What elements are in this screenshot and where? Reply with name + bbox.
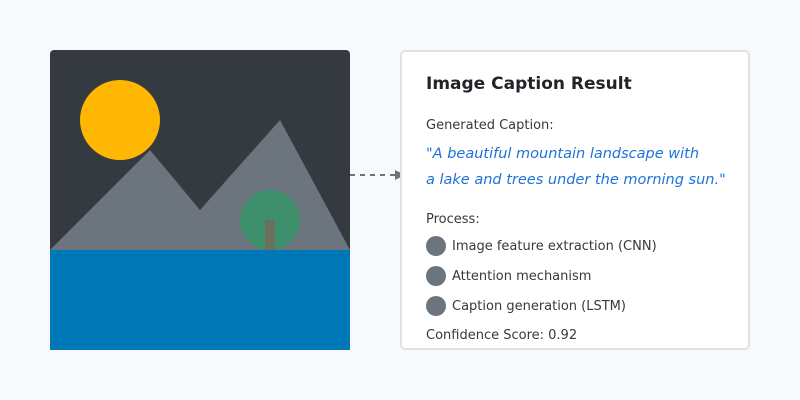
process-step: Image feature extraction (CNN): [426, 236, 657, 256]
caption-text-line: a lake and trees under the morning sun.": [426, 172, 726, 188]
confidence-score: Confidence Score: 0.92: [426, 328, 578, 343]
tree-trunk: [265, 220, 275, 250]
caption-result-card: Image Caption Result Generated Caption: …: [400, 50, 750, 350]
process-step-label: Caption generation (LSTM): [452, 298, 626, 314]
circle-dot-icon: [426, 236, 446, 256]
lake: [50, 250, 350, 350]
process-label: Process:: [426, 212, 480, 227]
caption-text-line: "A beautiful mountain landscape with: [426, 146, 700, 162]
process-step-label: Attention mechanism: [452, 268, 592, 284]
generated-caption-label: Generated Caption:: [426, 118, 554, 133]
sun-icon: [80, 80, 160, 160]
process-step: Caption generation (LSTM): [426, 296, 626, 316]
circle-dot-icon: [426, 296, 446, 316]
process-step: Attention mechanism: [426, 266, 591, 286]
process-step-label: Image feature extraction (CNN): [452, 238, 657, 254]
circle-dot-icon: [426, 266, 446, 286]
card-title: Image Caption Result: [426, 74, 632, 94]
